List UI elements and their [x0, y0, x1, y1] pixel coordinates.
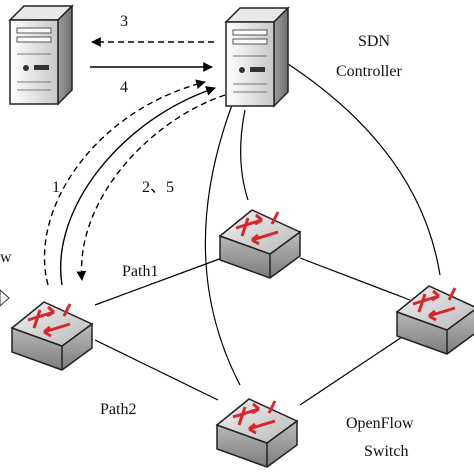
link-bottom-right — [299, 334, 406, 406]
label-controller-line1: SDN — [358, 33, 390, 50]
msg-1-arrow — [43, 79, 206, 286]
host-server — [9, 5, 73, 105]
switch-bottom — [215, 397, 299, 469]
switch-right — [395, 284, 474, 356]
network-links — [94, 61, 441, 406]
label-step-3: 3 — [120, 13, 128, 30]
switch-icon — [10, 300, 94, 372]
switch-icon — [218, 208, 302, 280]
label-step-4: 4 — [120, 79, 128, 96]
server-icon — [9, 5, 73, 105]
message-flows — [43, 37, 226, 286]
link-path2 — [94, 339, 219, 401]
switch-top — [218, 208, 302, 280]
link-controller-right — [284, 61, 441, 276]
link-top-right — [299, 257, 411, 301]
switch-icon — [215, 397, 299, 469]
label-switch-line1: OpenFlow — [346, 415, 414, 432]
flow-in-arrow — [0, 289, 10, 307]
switch-left — [10, 300, 94, 372]
msg-2-5-arrow — [76, 94, 226, 281]
link-controller-bottom — [204, 104, 241, 386]
label-controller-line2: Controller — [336, 63, 402, 80]
link-path1 — [94, 257, 223, 306]
label-switch-line2: Switch — [364, 443, 408, 460]
label-path2: Path2 — [100, 401, 136, 418]
link-controller-top — [240, 109, 249, 201]
label-path1: Path1 — [122, 263, 158, 280]
label-step-2-5: 2、5 — [142, 179, 174, 196]
sdn-controller — [225, 7, 289, 107]
server-icon — [225, 7, 289, 107]
msg-1-solid — [60, 86, 216, 286]
switch-icon — [395, 284, 474, 356]
label-flow-fragment: w — [0, 249, 12, 266]
label-step-1: 1 — [52, 179, 60, 196]
